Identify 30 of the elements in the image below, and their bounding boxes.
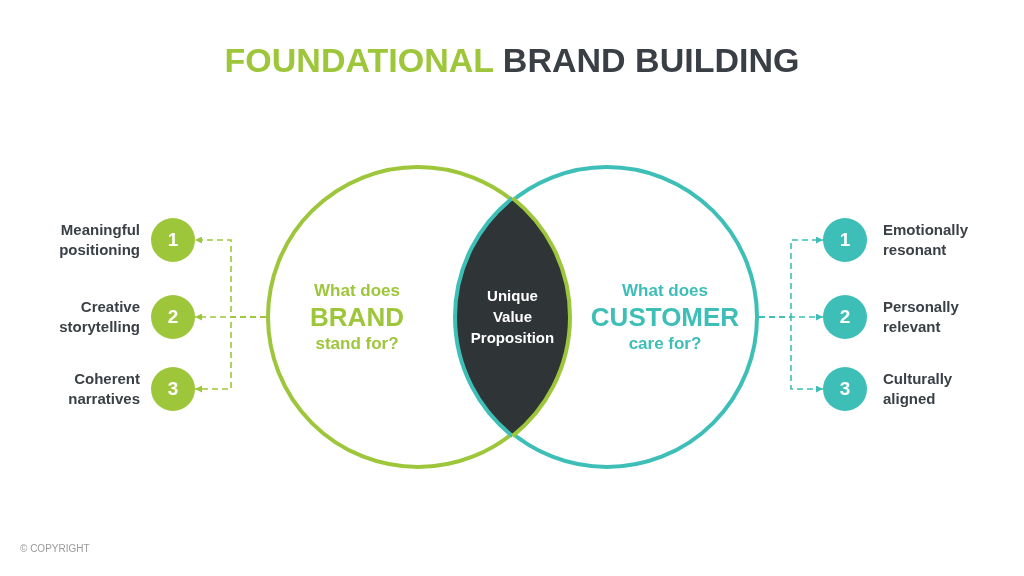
number-circle: [151, 367, 195, 411]
circle-label: What does: [622, 279, 708, 302]
step-label: Emotionally resonant: [883, 220, 969, 260]
step-number: 1: [839, 229, 851, 251]
overlap-label: Unique Value Proposition: [469, 286, 556, 349]
diagram-title: FOUNDATIONAL BRAND BUILDING: [223, 40, 801, 80]
number-circle: [151, 295, 195, 339]
number-circle: [823, 218, 867, 262]
circle-label: What does: [314, 279, 400, 302]
step-label: Coherent narratives: [67, 369, 140, 409]
step-label: Meaningful positioning: [58, 220, 140, 260]
step-label: Culturally aligned: [883, 369, 954, 409]
step-number: 2: [839, 306, 851, 328]
circle-label: CUSTOMER: [590, 301, 740, 333]
step-number: 3: [167, 378, 179, 400]
step-number: 2: [167, 306, 179, 328]
step-label: Personally relevant: [883, 297, 960, 337]
overlap-region: [452, 194, 573, 440]
step-number: 1: [167, 229, 179, 251]
dashed-arrow: [194, 316, 267, 393]
step-label: Creative storytelling: [58, 297, 140, 337]
circle-label: BRAND: [310, 301, 404, 333]
number-circle: [823, 295, 867, 339]
circle-label: stand for?: [315, 332, 399, 355]
dashed-arrow: [758, 316, 824, 393]
number-circle: [151, 218, 195, 262]
circle-label: care for?: [628, 332, 702, 355]
copyright-notice: © COPYRIGHT: [20, 543, 90, 555]
number-circle: [823, 367, 867, 411]
step-number: 3: [839, 378, 851, 400]
